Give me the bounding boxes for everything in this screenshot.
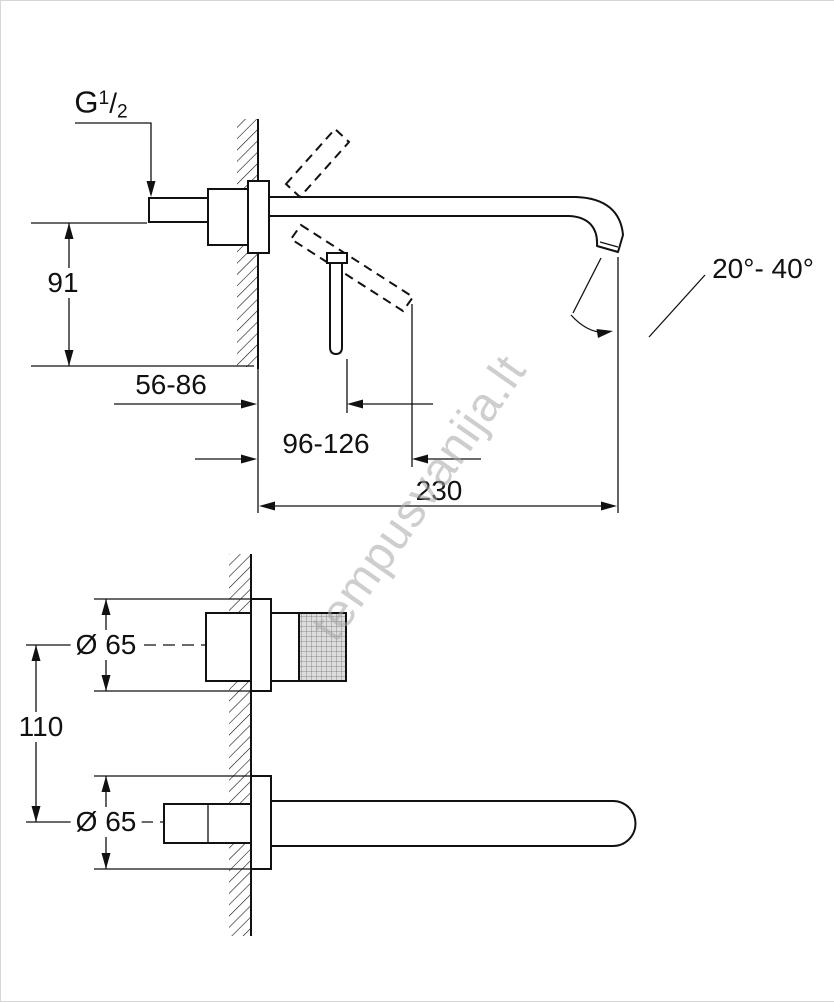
spout-angle-label: 20°- 40° xyxy=(712,253,814,284)
angle-ghost-line xyxy=(572,257,602,314)
angle-arrow xyxy=(596,329,613,338)
side-view xyxy=(31,119,706,513)
dim-230-label: 230 xyxy=(415,475,463,506)
handle-ghost-down xyxy=(289,223,415,313)
spout-rosette xyxy=(250,775,272,870)
angle-leader xyxy=(648,274,706,338)
dim-96-126-label: 96-126 xyxy=(282,428,370,459)
thread-size-label: G1/2 xyxy=(74,86,127,121)
dim-56-86-label: 56-86 xyxy=(135,369,207,400)
spout xyxy=(268,196,624,253)
thread-denominator: 2 xyxy=(116,101,128,123)
lever-joint xyxy=(326,252,348,264)
dim-dia-bottom-label: Ø 65 xyxy=(70,807,142,837)
thread-leader xyxy=(75,122,152,181)
aerator-line xyxy=(599,241,619,248)
dim-91-label: 91 xyxy=(42,268,84,298)
handle-ghost-up xyxy=(284,127,351,199)
spout-tube xyxy=(270,800,637,847)
thread-base: G xyxy=(74,84,99,120)
dim-110-label: 110 xyxy=(13,712,69,742)
handle-concealed-body xyxy=(205,612,252,682)
thread-numerator: 1 xyxy=(98,87,110,109)
wall-rosette-side xyxy=(247,180,270,254)
dim-dia-top-label: Ø 65 xyxy=(70,630,142,660)
angle-arc xyxy=(570,314,610,334)
handle-rosette xyxy=(250,598,272,692)
thread-arrow xyxy=(146,181,156,197)
handle-grip xyxy=(298,612,347,682)
thread-slash: / xyxy=(109,87,117,119)
front-view xyxy=(26,554,637,936)
lever-stem xyxy=(329,262,343,356)
wall-hatch-bottom xyxy=(229,554,251,936)
handle-collar xyxy=(270,612,300,682)
inlet-pipe xyxy=(148,197,209,223)
mixer-body xyxy=(207,188,249,246)
